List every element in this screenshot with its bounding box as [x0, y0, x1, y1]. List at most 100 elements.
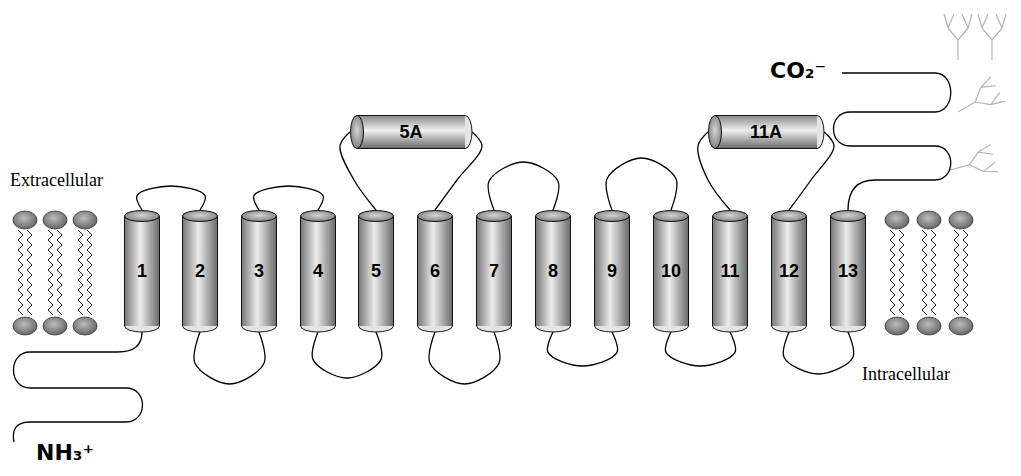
transmembrane-helix: 1: [124, 210, 160, 332]
helix-number: 13: [830, 210, 866, 332]
transmembrane-helix: 12: [771, 210, 807, 332]
glycan-tree: [978, 14, 1006, 60]
loop-connector: [254, 186, 324, 210]
cylinder-side: [806, 216, 807, 326]
transmembrane-helix: 11: [712, 210, 748, 332]
loop-connector: [429, 332, 500, 384]
helix-number: 10: [653, 210, 689, 332]
cylinder-side: [300, 216, 301, 326]
transmembrane-helix: 13: [830, 210, 866, 332]
transmembrane-helix: 2: [182, 210, 218, 332]
cylinder-side: [476, 216, 477, 326]
cylinder-side: [771, 216, 772, 326]
loop-layer: [137, 132, 854, 384]
transmembrane-helix: 8: [535, 210, 571, 332]
glycan-tree: [946, 145, 998, 184]
loop-connector: [137, 186, 206, 210]
helix-number: 5: [358, 210, 394, 332]
terminus-label: NH₃⁺: [36, 440, 94, 465]
loop-connector: [194, 332, 265, 384]
cylinder-side: [357, 148, 465, 149]
cylinder-top-cap: [242, 211, 277, 222]
cylinder-side: [417, 216, 418, 326]
loop-connector: [547, 332, 617, 366]
cylinder-side: [217, 216, 218, 326]
transmembrane-helix: 5: [358, 210, 394, 332]
lipid: [885, 211, 909, 335]
cylinder-front-cap: [709, 116, 722, 149]
helix-number: 6: [417, 210, 453, 332]
helix-number: 1: [124, 210, 160, 332]
transmembrane-helix: 6: [417, 210, 453, 332]
membrane-side-label: Intracellular: [862, 364, 950, 385]
glycan-tree: [951, 77, 1005, 124]
cylinder-side: [535, 216, 536, 326]
cylinder-top-cap: [654, 211, 689, 222]
cylinder-side: [865, 216, 866, 326]
cylinder-side: [276, 216, 277, 326]
helix-number: 12: [771, 210, 807, 332]
cylinder-side: [830, 216, 831, 326]
lipid: [73, 211, 97, 335]
helix-number: 8: [535, 210, 571, 332]
cylinder-top-cap: [595, 211, 630, 222]
cylinder-side: [570, 216, 571, 326]
cylinder-side: [357, 115, 465, 116]
cylinder-top-cap: [183, 211, 218, 222]
cylinder-top-cap: [477, 211, 512, 222]
cylinder-side: [124, 216, 125, 326]
loop-connector: [665, 332, 735, 366]
cylinder-side: [335, 216, 336, 326]
cylinder-top-cap: [536, 211, 571, 222]
loop-connector: [312, 332, 382, 378]
lipid: [917, 211, 941, 335]
helix-number: 3: [241, 210, 277, 332]
reentrant-helix: 5A: [350, 115, 472, 149]
helix-number: 2: [182, 210, 218, 332]
cylinder-side: [393, 216, 394, 326]
cylinder-top-cap: [359, 211, 394, 222]
cylinder-side: [159, 216, 160, 326]
cylinder-side: [594, 216, 595, 326]
cylinder-side: [715, 148, 817, 149]
helix-number: 4: [300, 210, 336, 332]
loop-connector: [488, 162, 559, 210]
transmembrane-helix: 10: [653, 210, 689, 332]
transmembrane-helix: 4: [300, 210, 336, 332]
c-terminal-tail: [834, 73, 951, 210]
helix-number: 9: [594, 210, 630, 332]
cylinder-side: [452, 216, 453, 326]
helix-number: 11A: [708, 115, 824, 149]
cylinder-top-cap: [713, 211, 748, 222]
cylinder-top-cap: [772, 211, 807, 222]
transmembrane-helix: 7: [476, 210, 512, 332]
terminus-label: CO₂⁻: [770, 58, 826, 83]
cylinder-side: [715, 115, 817, 116]
cylinder-top-cap: [831, 211, 866, 222]
cylinder-side: [358, 216, 359, 326]
membrane-side-label: Extracellular: [10, 170, 103, 191]
lipid: [43, 211, 67, 335]
loop-connector: [606, 158, 677, 210]
lipid: [949, 211, 973, 335]
cylinder-top-cap: [301, 211, 336, 222]
transmembrane-helix: 3: [241, 210, 277, 332]
helix-number: 7: [476, 210, 512, 332]
lipid: [13, 211, 37, 335]
cylinder-side: [747, 216, 748, 326]
transmembrane-helix: 9: [594, 210, 630, 332]
cylinder-side: [653, 216, 654, 326]
cylinder-top-cap: [418, 211, 453, 222]
helix-number: 5A: [350, 115, 472, 149]
cylinder-side: [511, 216, 512, 326]
reentrant-helix: 11A: [708, 115, 824, 149]
cylinder-side: [629, 216, 630, 326]
cylinder-side: [712, 216, 713, 326]
glycan-tree: [944, 14, 972, 60]
cylinder-side: [688, 216, 689, 326]
helix-number: 11: [712, 210, 748, 332]
n-terminal-tail: [13, 332, 142, 442]
cylinder-side: [241, 216, 242, 326]
cylinder-front-cap: [351, 116, 364, 149]
